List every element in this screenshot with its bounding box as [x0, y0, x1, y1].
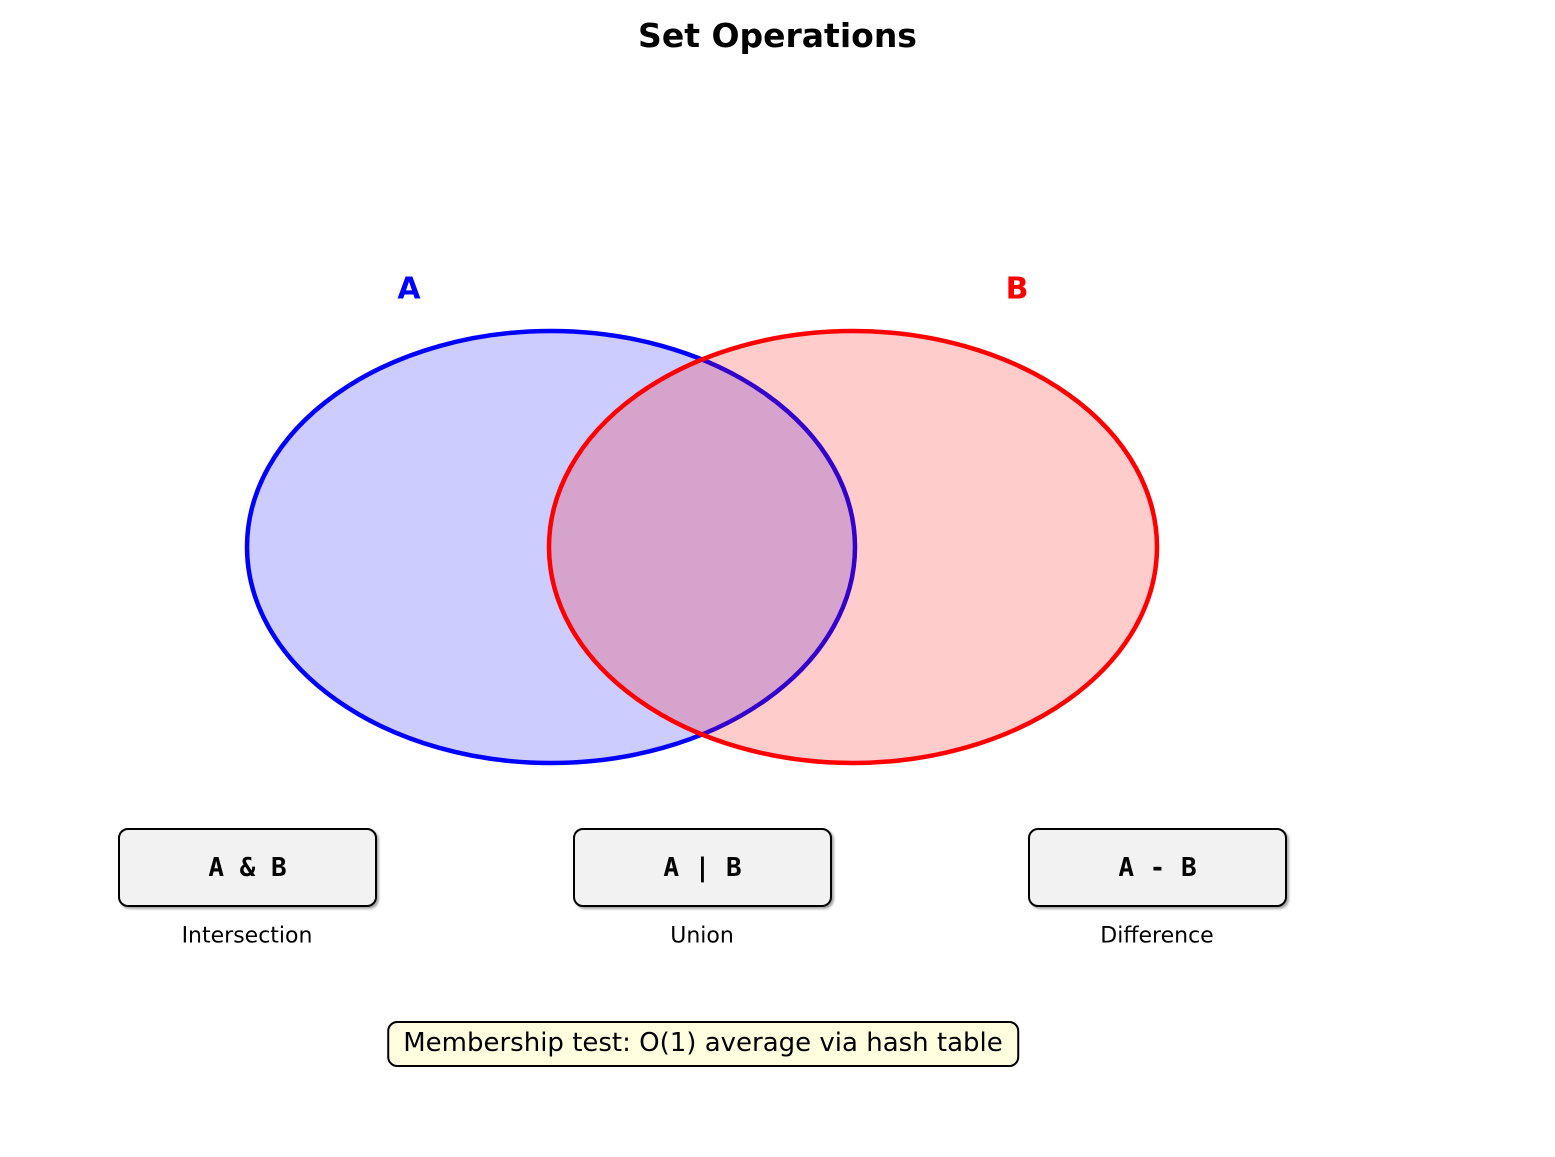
union-caption: Union: [670, 923, 734, 949]
intersection-expression: A & B: [208, 852, 287, 883]
page-title: Set Operations: [638, 16, 917, 55]
membership-note: Membership test: O(1) average via hash t…: [387, 1021, 1019, 1067]
intersection-expression-box: A & B: [118, 828, 377, 907]
intersection-caption: Intersection: [181, 923, 313, 949]
difference-expression: A - B: [1118, 852, 1197, 883]
difference-expression-box: A - B: [1028, 828, 1287, 907]
union-expression: A | B: [663, 852, 742, 883]
difference-caption: Difference: [1100, 923, 1214, 949]
set-b-ellipse: [546, 328, 1160, 766]
union-expression-box: A | B: [573, 828, 832, 907]
set-b-label: B: [1005, 271, 1029, 307]
set-a-label: A: [397, 271, 421, 307]
